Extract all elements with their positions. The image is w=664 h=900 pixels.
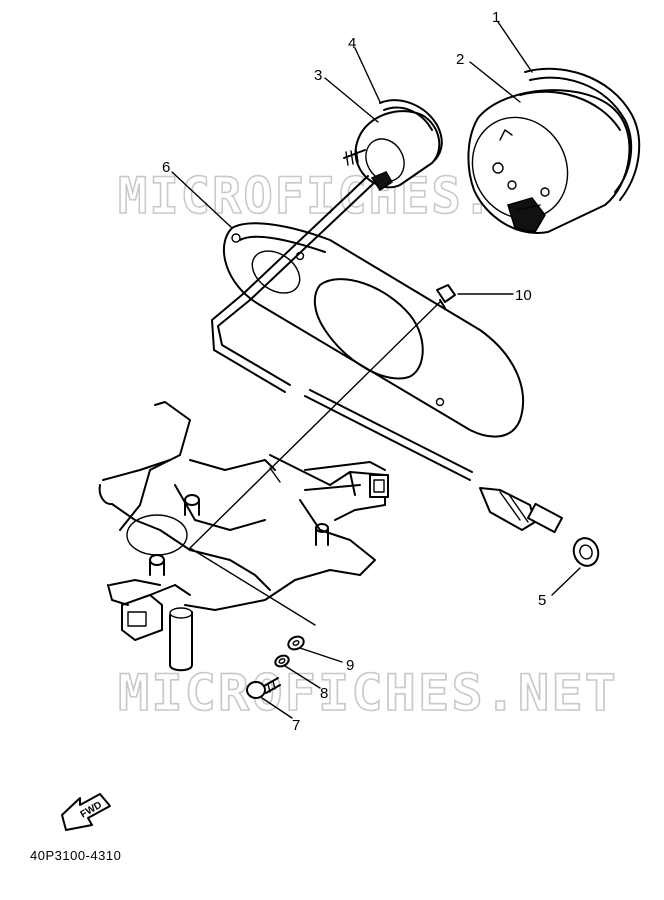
flat-washer[interactable] [286,634,306,652]
indicator-lamp[interactable] [343,99,443,192]
speedometer-gauge[interactable] [454,67,641,236]
assembly-reference-lines [189,301,441,626]
meter-bracket-panel[interactable] [223,222,525,438]
catalog-code: 40P3100-4310 [30,848,121,863]
watermark-bottom: MICROFICHES.NET [118,664,618,722]
callout-10: 10 [515,287,532,304]
callout-9: 9 [346,657,354,674]
panel-screw[interactable] [436,284,456,309]
callout-3: 3 [314,67,322,84]
callout-leaders [171,21,581,719]
bolt-screw[interactable] [246,677,281,699]
callout-4: 4 [348,35,356,52]
callout-8: 8 [320,685,328,702]
speedometer-cable[interactable] [211,175,563,534]
callout-2: 2 [456,51,464,68]
lock-washer[interactable] [274,654,291,669]
callout-5: 5 [538,592,546,609]
cable-grommet[interactable] [570,535,602,570]
front-frame [98,401,389,672]
callout-6: 6 [162,159,170,176]
forward-direction-arrow: FWD [61,793,111,831]
callout-1: 1 [492,9,500,26]
callout-7: 7 [292,717,300,734]
